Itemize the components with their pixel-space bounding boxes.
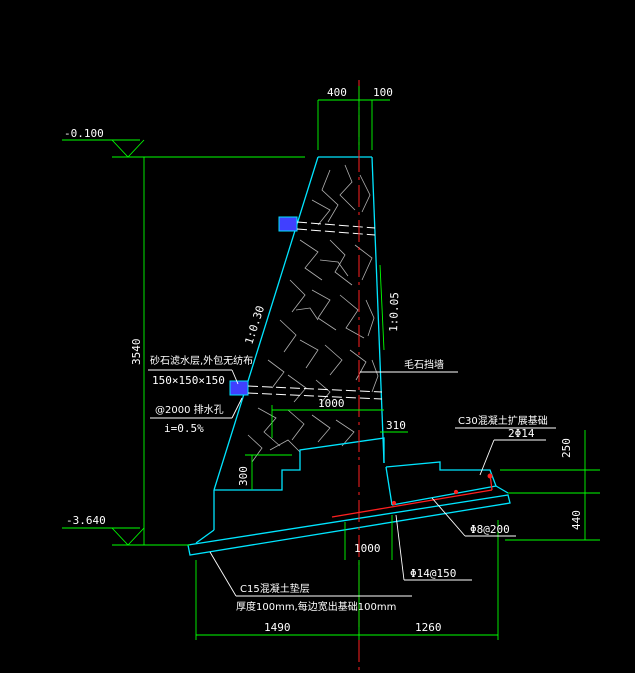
cushion-label: C15混凝土垫层: [240, 582, 310, 595]
dim-height: 3540: [130, 339, 143, 366]
dim-step: 300: [237, 466, 250, 486]
drain-layer-label: 砂石滤水层,外包无纺布: [150, 354, 253, 367]
drain-hole-label: @2000 排水孔: [155, 403, 224, 416]
dim-footing-thickness: 440: [570, 510, 583, 530]
dim-bottom-bench: 1000: [354, 542, 381, 555]
dim-bench: 1000: [318, 397, 345, 410]
drain-layer-size: 150×150×150: [152, 374, 225, 387]
rebar-stirrup-label: Φ8@200: [470, 523, 510, 536]
footing-material-label: C30混凝土扩展基础: [458, 414, 548, 427]
cushion-layer: [187, 494, 511, 556]
rubble-masonry-pattern: [247, 164, 379, 463]
wall-material-label: 毛石挡墙: [404, 358, 444, 371]
dim-base-left: 1490: [264, 621, 291, 634]
drain-filter-upper: [278, 216, 298, 232]
drain-holes: [229, 216, 383, 400]
elevation-bottom: -3.640: [66, 514, 106, 527]
dim-footing-top: 250: [560, 438, 573, 458]
rebar-lines: [331, 473, 493, 518]
dim-base-right: 1260: [415, 621, 442, 634]
drain-filter-lower: [229, 380, 249, 396]
dim-top-100: 100: [373, 86, 393, 99]
leader-lines: [148, 369, 556, 597]
wall-outline: [195, 156, 509, 544]
dim-top-400: 400: [327, 86, 347, 99]
cushion-detail-label: 厚度100mm,每边宽出基础100mm: [236, 600, 396, 613]
slope-back-label: 1:0.30: [242, 304, 267, 346]
rebar-top-label: 2Φ14: [508, 427, 535, 440]
dim-toe: 310: [386, 419, 406, 432]
drain-hole-slope: i=0.5%: [164, 422, 204, 435]
elevation-top: -0.100: [64, 127, 104, 140]
rebar-main-label: Φ14@150: [410, 567, 456, 580]
slope-front-label: 1:0.05: [387, 292, 401, 332]
dimension-lines: [62, 86, 600, 640]
